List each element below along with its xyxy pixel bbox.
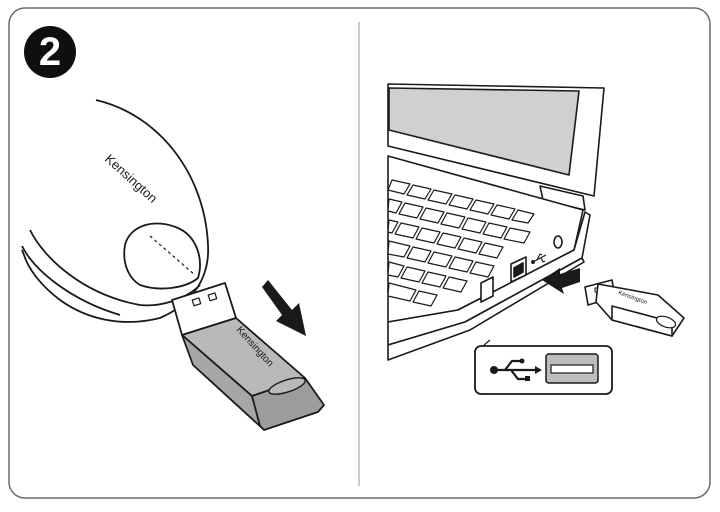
laptop-screen [388, 87, 580, 176]
audio-jack [553, 235, 563, 249]
right-usb-receiver [584, 279, 685, 337]
arrow-icon [262, 280, 306, 336]
mouse-illustration [21, 99, 209, 323]
left-usb-receiver [171, 282, 325, 431]
laptop-port-1 [480, 276, 494, 303]
laptop-keyboard [387, 179, 535, 307]
usb-port-icon [545, 353, 599, 384]
left-panel: Kensington Kensington [21, 99, 325, 431]
step-number: 2 [38, 30, 62, 74]
right-panel: Kensington [387, 83, 685, 395]
usb-symbol-icon [490, 358, 542, 381]
laptop-illustration [387, 83, 605, 361]
arrow-icon [542, 268, 580, 294]
usb-callout [474, 339, 613, 395]
usb-symbol-small-icon [531, 253, 547, 264]
step-number-badge: 2 [24, 26, 76, 78]
